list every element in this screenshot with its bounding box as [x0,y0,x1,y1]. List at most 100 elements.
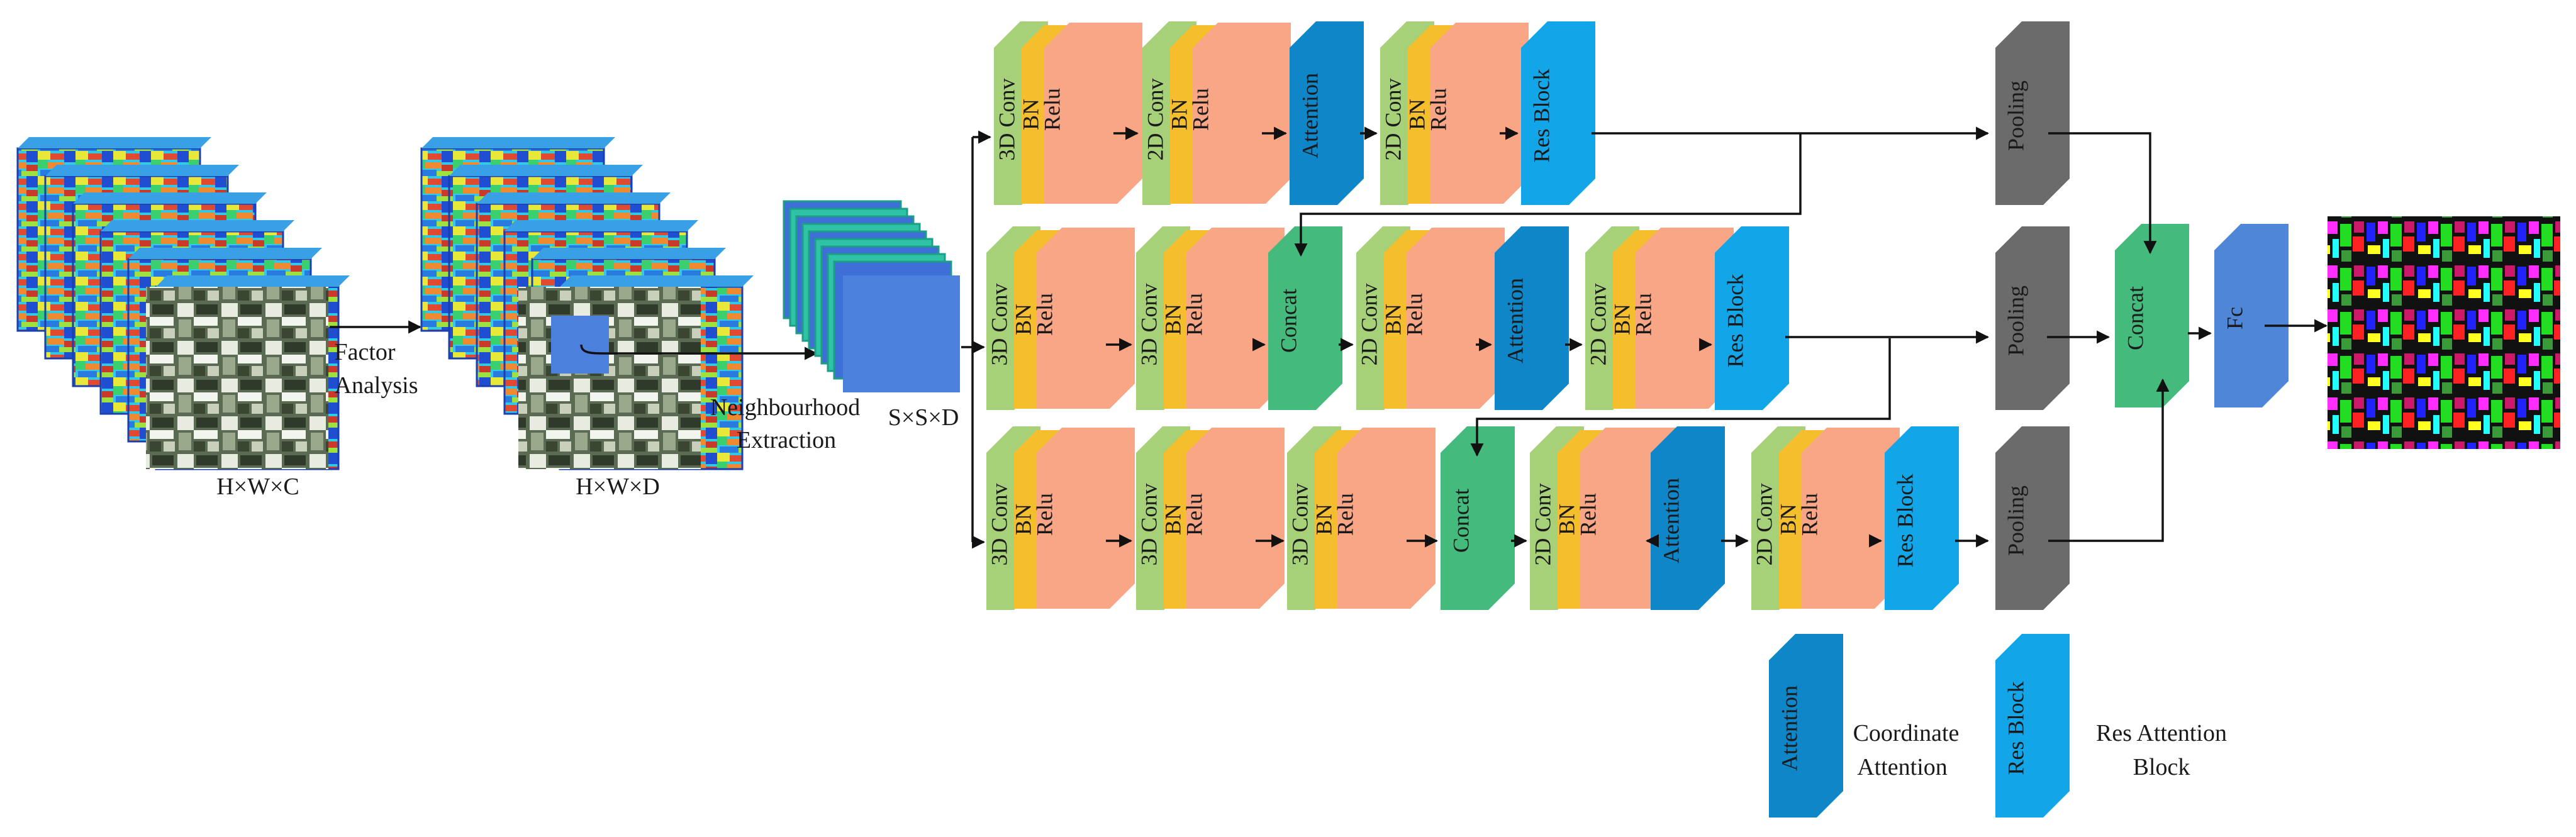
spectral-band-top [45,165,239,176]
bn-label: BN [1160,504,1185,535]
spectral-band-top [18,137,211,148]
legend-res-block: Res Block [1995,634,2070,818]
r2-concat-shape [1268,226,1342,410]
r3-pooling: Pooling [1995,426,2070,610]
extracted-patch-stack [783,200,960,392]
neighbourhood-extraction-label-1: Neighbourhood [710,394,861,421]
conv-label: 2D Conv [1380,78,1405,160]
skip-connector-branch2-to-concat3 [1470,338,1891,457]
relu-label: Relu [1631,293,1656,336]
r1-res-block-label: Res Block [1529,69,1554,163]
final-concat-label: Concat [2122,286,2148,350]
r2-pooling-shape [1995,226,2070,410]
relu-label: Relu [1402,293,1427,336]
bn-label: BN [1775,504,1800,535]
hwd-label: H×W×D [576,474,660,500]
selected-patch [551,316,609,374]
neighbourhood-extraction-arrow [580,344,818,360]
r2-concat: Concat [1268,226,1342,410]
r1-pooling-label: Pooling [2003,80,2028,151]
spectral-band-top [421,137,615,148]
r2-res-block: Res Block [1715,226,1789,410]
legend-res-block-label: Res Block [2003,682,2028,775]
relu-label: Relu [1039,88,1064,131]
relu-label: Relu [1425,88,1451,131]
r3-attention-label: Attention [1658,478,1683,563]
relu-layer [1802,428,1900,609]
spectral-band-top [560,275,754,287]
spectral-band-top [128,248,322,259]
r1-res-block: Res Block [1521,21,1595,205]
reduced-hyperspectral-cube [420,137,754,470]
relu-layer [1430,23,1529,204]
r2-concat-label: Concat [1276,289,1301,353]
reduced-aerial-image [518,287,701,469]
fc-layer-shape [2214,224,2289,407]
bn-label: BN [1609,304,1634,335]
fc-layer-label: Fc [2222,307,2247,330]
conv-label: 3D Conv [1287,483,1312,565]
legend-attention-desc-1: Coordinate [1853,720,1960,746]
relu-label: Relu [1032,293,1057,336]
bn-label: BN [1554,504,1579,535]
final-concat-shape [2115,224,2189,407]
input-aerial-image [146,287,328,469]
r3-pooling-label: Pooling [2003,485,2028,556]
final-concat: Concat [2115,224,2189,407]
relu-layer [1407,228,1505,409]
bn-label: BN [1010,504,1035,535]
r3-res-block: Res Block [1885,426,1959,610]
relu-layer [1636,228,1734,409]
bn-label: BN [1311,504,1336,535]
fc-layer: Fc [2214,224,2289,407]
conv-label: 2D Conv [1585,283,1610,365]
relu-layer [1037,228,1135,409]
output-classification-map [2328,216,2560,449]
spectral-band-top [505,220,698,231]
r1-attention: Attention [1290,21,1364,205]
spectral-band-top [477,192,671,204]
bn-label: BN [1166,99,1191,130]
r2-attention: Attention [1495,226,1569,410]
legend-res-desc-1: Res Attention [2096,720,2227,746]
r1-res-block-shape [1521,21,1595,205]
spectral-band-top [73,192,267,204]
bn-label: BN [1380,304,1405,335]
r1-attention-shape [1290,21,1364,205]
legend-attention-block-shape [1769,634,1843,818]
conv-label: 3D Conv [994,78,1019,160]
conv-label: 2D Conv [1751,483,1776,565]
hwc-label: H×W×C [216,474,299,500]
conv-label: 2D Conv [1530,483,1555,565]
spectral-band-top [156,275,350,287]
neighbourhood-extraction-label-2: Extraction [737,427,836,453]
spectral-band-top [532,248,726,259]
relu-label: Relu [1032,493,1057,536]
r1-pooling: Pooling [1995,21,2070,205]
r1-pooling-shape [1995,21,2070,205]
conv-label: 3D Conv [1136,483,1161,565]
pool1-to-final-concat [2048,132,2157,255]
legend-attention-block-label: Attention [1776,685,1802,771]
r3-concat: Concat [1441,426,1515,610]
ssd-label: S×S×D [888,404,959,431]
skip-connector-branch1-to-concat2 [1294,133,1802,257]
r3-concat-label: Concat [1448,489,1473,553]
r2-attention-shape [1495,226,1569,410]
r1-attention-label: Attention [1297,73,1322,158]
r3-pooling-shape [1995,426,2070,610]
relu-layer [1044,23,1142,204]
legend-res-desc-2: Block [2133,754,2190,780]
relu-layer [1186,228,1285,409]
relu-label: Relu [1181,493,1207,536]
r2-pooling-label: Pooling [2003,285,2028,356]
